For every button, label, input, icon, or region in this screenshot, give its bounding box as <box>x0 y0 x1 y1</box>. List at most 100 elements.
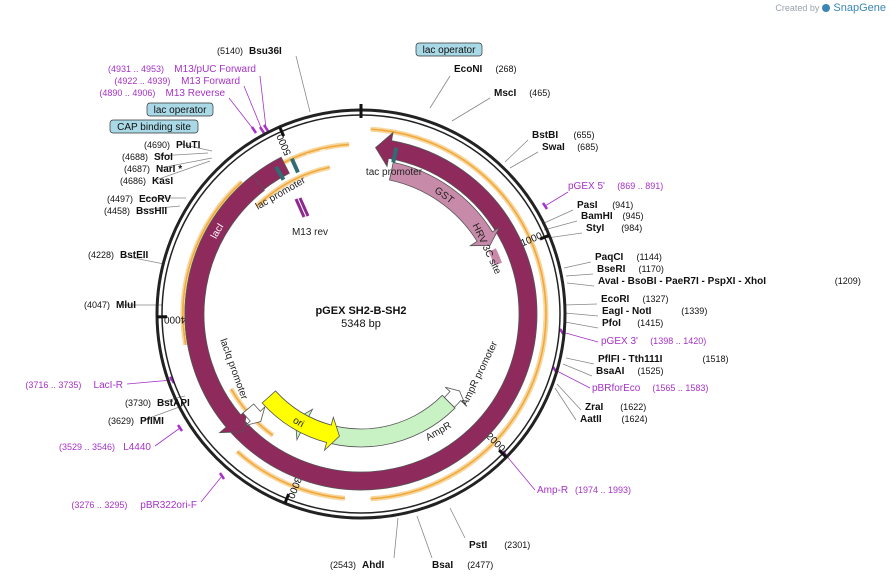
enzyme-pos: (1339) <box>681 306 707 316</box>
enzyme-sfoi[interactable]: (4688)SfoI <box>122 152 173 163</box>
enzyme-bamhi[interactable]: BamHI(945) <box>581 211 644 222</box>
leader-17 <box>554 387 577 421</box>
ori-arrow <box>261 390 340 452</box>
enzyme-bstapi[interactable]: (3730)BstAPI <box>125 398 190 409</box>
enzyme-bsshii[interactable]: (4458)BssHII <box>104 206 167 217</box>
primer-2[interactable]: M13 Reverse(4890 .. 4906) <box>99 88 225 99</box>
enzyme-pos: (4458) <box>104 206 130 216</box>
enzyme-pos: (655) <box>574 130 595 140</box>
leader-19 <box>416 515 433 559</box>
enzyme-styi[interactable]: StyI(984) <box>586 223 642 234</box>
laciq-promoter-arrow <box>242 403 266 427</box>
enzyme-bsu36i[interactable]: (5140)Bsu36I <box>217 46 282 57</box>
tick-label-4: 5000 <box>275 132 294 157</box>
enzyme-pos: (268) <box>496 64 517 74</box>
enzyme-pos: (4497) <box>107 194 133 204</box>
leader-3 <box>504 139 529 163</box>
enzyme-zrai[interactable]: ZraI(1622) <box>585 402 646 413</box>
enzyme-pluti[interactable]: (4690)PluTI <box>144 140 201 151</box>
enzyme-name: PflFI - Tth111I <box>598 354 663 365</box>
leader-6 <box>543 220 578 231</box>
enzyme-bseri[interactable]: BseRI(1170) <box>597 264 664 275</box>
primer-4[interactable]: pGEX 3'(1398 .. 1420) <box>601 336 706 347</box>
primer-name: pBRforEco <box>592 383 641 394</box>
enzyme-bstbi[interactable]: BstBI (655) <box>532 130 595 141</box>
enzyme-ahdi[interactable]: (2543)AhdI <box>330 560 384 571</box>
primer-8[interactable]: L4440(3529 .. 3546) <box>59 442 151 453</box>
enzyme-msci[interactable]: MscI (465) <box>494 88 550 99</box>
ori-label: ori <box>291 415 306 430</box>
cap-binding-site-box[interactable]: CAP binding site <box>109 119 199 134</box>
enzyme-paqci[interactable]: PaqCI(1144) <box>595 252 662 263</box>
leader-10 <box>566 282 595 287</box>
plasmid-name: pGEX SH2-B-SH2 <box>315 305 406 317</box>
primer-pos: (1974 .. 1993) <box>575 485 631 495</box>
cap-binding-site-label: CAP binding site <box>117 122 191 133</box>
ampr-promoter-arrow <box>443 386 466 408</box>
primer-pos: (3716 .. 3735) <box>25 380 81 390</box>
enzyme-pos: (1209) <box>835 276 861 286</box>
orf-arc-5 <box>182 181 243 346</box>
lac-operator-top-box[interactable]: lac operator <box>415 42 483 57</box>
enzyme-nari[interactable]: (4687)NarI * <box>124 164 182 175</box>
leader-30 <box>179 143 213 152</box>
enzyme-name: MscI <box>494 88 516 99</box>
enzyme-bsai[interactable]: BsaI(2477) <box>432 560 493 571</box>
enzyme-name: BstAPI <box>157 398 190 409</box>
enzyme-pfoi[interactable]: PfoI(1415) <box>602 318 663 329</box>
enzyme-aatii[interactable]: AatII(1624) <box>580 414 648 425</box>
enzyme-pos: (4228) <box>88 250 114 260</box>
enzyme-pasi[interactable]: PasI(941) <box>577 200 633 211</box>
primer-0[interactable]: M13/pUC Forward(4931 .. 4953) <box>108 64 256 75</box>
enzyme-avai[interactable]: AvaI - BsoBI - PaeR7I - PspXI - XhoI(120… <box>598 276 861 287</box>
primer-leader-1 <box>243 85 263 131</box>
enzyme-pos: (984) <box>621 223 642 233</box>
enzyme-pos: (465) <box>529 88 550 98</box>
enzyme-pos: (2477) <box>467 560 493 570</box>
enzyme-ecori[interactable]: EcoRI(1327) <box>601 294 669 305</box>
primer-pos: (869 .. 891) <box>617 181 663 191</box>
orf-arc-7 <box>256 166 330 207</box>
primer-9[interactable]: pBR322ori-F(3276 .. 3295) <box>71 500 197 511</box>
primer-5[interactable]: pBRforEco(1565 .. 1583) <box>592 383 708 394</box>
enzyme-pfimi[interactable]: (3629)PfIMI <box>108 416 164 427</box>
primer-1[interactable]: M13 Forward(4922 .. 4939) <box>114 76 240 87</box>
enzyme-pos: (1624) <box>622 414 648 424</box>
enzyme-name: BstEII <box>120 250 149 261</box>
enzyme-kasi[interactable]: (4686)KasI <box>120 176 173 187</box>
primer-3[interactable]: pGEX 5'(869 .. 891) <box>568 181 663 192</box>
enzyme-bsteii[interactable]: (4228) BstEII <box>88 250 149 261</box>
laci-arrow <box>184 174 265 434</box>
enzyme-name: BstBI <box>532 130 558 141</box>
primer-7[interactable]: LacI-R(3716 .. 3735) <box>25 380 123 391</box>
enzyme-name: Bsu36I <box>249 46 282 57</box>
leader-9 <box>565 273 594 277</box>
enzyme-pflfi[interactable]: PflFI - Tth111I(1518) <box>598 354 729 365</box>
enzyme-eagi[interactable]: EagI - NotI(1339) <box>602 306 707 317</box>
tick-4 <box>278 126 286 137</box>
primer-pos: (4931 .. 4953) <box>108 64 164 74</box>
leader-22 <box>160 395 186 403</box>
enzyme-econi[interactable]: EcoNI (268) <box>454 64 517 75</box>
primer-leader-4 <box>561 331 599 343</box>
m13-rev-mark <box>294 198 306 218</box>
enzyme-name: PluTI <box>176 140 201 151</box>
enzyme-pos: (1144) <box>637 252 662 262</box>
enzyme-name: BsaAI <box>596 366 625 377</box>
lacza-arrow <box>184 131 538 491</box>
primer-leader-0 <box>259 75 267 129</box>
enzyme-swai[interactable]: SwaI(685) <box>542 142 598 153</box>
primer-mark-9 <box>218 472 226 480</box>
primer-6[interactable]: Amp-R(1974 .. 1993) <box>537 485 631 496</box>
enzyme-ecorv[interactable]: (4497)EcoRV <box>107 194 171 205</box>
enzyme-pos: (941) <box>612 200 633 210</box>
enzyme-psti[interactable]: PstI(2301) <box>469 540 530 551</box>
leader-27 <box>155 160 211 181</box>
enzyme-name: ZraI <box>585 402 604 413</box>
enzyme-pos: (2301) <box>504 540 530 550</box>
lac-operator-left-box[interactable]: lac operator <box>146 102 214 117</box>
enzyme-mlui[interactable]: (4047)MluI <box>84 300 136 311</box>
enzyme-bsaai[interactable]: BsaAI(1525) <box>596 366 664 377</box>
enzyme-name: EcoNI <box>454 64 483 75</box>
